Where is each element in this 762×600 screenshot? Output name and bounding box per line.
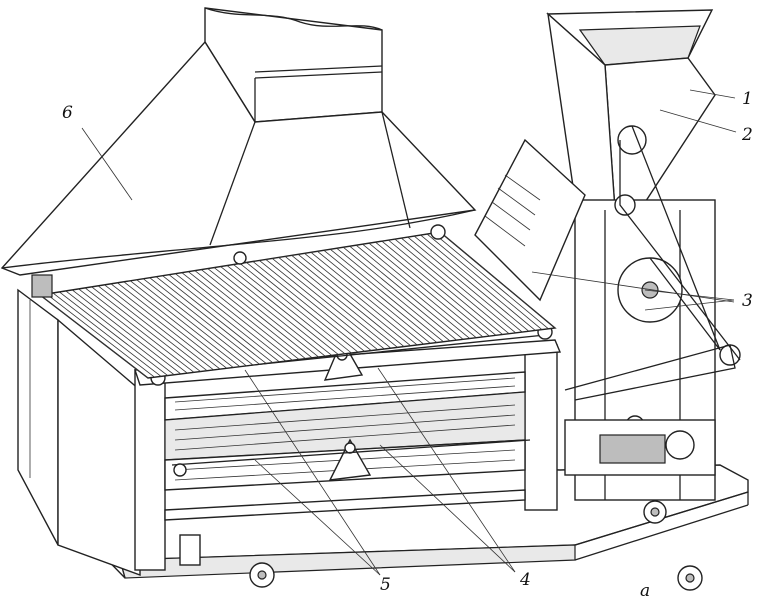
grate-rod [149, 277, 260, 365]
grate-rod [117, 282, 228, 369]
exhaust-hood [0, 7, 477, 298]
grate-rod [123, 281, 234, 368]
grate-rod [97, 285, 208, 372]
grate-rod [304, 253, 418, 346]
grate-rod [213, 267, 326, 357]
grate-rod [362, 243, 477, 338]
grate-rod [407, 236, 523, 333]
grate-rod [433, 232, 549, 330]
grate-rod [207, 268, 319, 358]
callout-1: 1 [742, 89, 753, 109]
grate-rod [142, 278, 254, 366]
grate-rod [39, 294, 149, 379]
grate-rod [220, 266, 333, 356]
grate-rod [265, 259, 379, 351]
grate-rod [136, 279, 247, 367]
grate-rod [284, 256, 398, 348]
grate-rod [368, 242, 484, 338]
grate-rod [297, 254, 411, 347]
callout-6: 6 [62, 103, 73, 123]
grate-rod [252, 261, 365, 352]
grate-rod [336, 247, 451, 342]
grate-rod [272, 258, 385, 350]
grate-rod [52, 292, 162, 377]
grate-rod [355, 244, 470, 339]
grate-rod [239, 263, 352, 354]
grate-rod [278, 257, 392, 349]
grate-rod [342, 246, 457, 341]
grate-rod [72, 289, 182, 375]
callout-2: 2 [741, 125, 753, 145]
callout-labels: 1 2 3 4 5 6 a [62, 89, 753, 600]
grate-rod [162, 275, 273, 363]
callout-5: 5 [380, 575, 391, 595]
grate-rod [420, 234, 536, 331]
grate-rod [401, 237, 516, 334]
grate-rod [78, 288, 188, 374]
grate-rod [194, 270, 306, 359]
grate-rod [46, 293, 155, 378]
grate-rod [439, 231, 556, 329]
grate-rod [181, 272, 293, 361]
grate-rod [201, 269, 313, 359]
grate-rod [394, 238, 510, 334]
grate-rod [175, 273, 287, 362]
grate-rod [91, 286, 201, 372]
leader-lines [81, 89, 737, 576]
tier-3-slats [174, 404, 516, 451]
grate-rod [104, 284, 214, 371]
grate-rod [426, 233, 543, 330]
top-grate [34, 224, 557, 379]
grate-rod [130, 280, 241, 368]
grate-rod [317, 250, 431, 344]
grate-rod [375, 241, 490, 337]
grate-rod [246, 262, 359, 353]
grate-rod [330, 248, 444, 343]
grate-rod [413, 235, 529, 332]
grate-rod [291, 255, 405, 347]
cabinet-left [17, 288, 141, 577]
grate-rod [323, 249, 438, 343]
tier-2-slats [174, 377, 516, 411]
drying-tiers [134, 324, 562, 571]
top-grate-slats [39, 231, 556, 379]
wheels [249, 500, 703, 591]
grate-rod [188, 271, 300, 360]
grate-rod [59, 291, 168, 376]
grate-rod [259, 260, 372, 351]
drive-mechanism [564, 125, 741, 476]
grate-rod [226, 265, 339, 355]
panel-letter: a [640, 581, 650, 600]
grate-rod [65, 290, 175, 376]
grate-rod [388, 239, 503, 335]
callout-3: 3 [742, 291, 753, 311]
grate-rod [168, 274, 280, 363]
grate-rod [349, 245, 464, 340]
callout-4: 4 [519, 570, 531, 590]
grate-rod [84, 287, 195, 373]
grate-rod [155, 276, 267, 364]
grate-rod [233, 264, 346, 355]
grate-rod [310, 252, 424, 345]
grate-rod [381, 240, 497, 336]
feeder-slots [484, 174, 541, 247]
grate-rod [110, 283, 221, 370]
